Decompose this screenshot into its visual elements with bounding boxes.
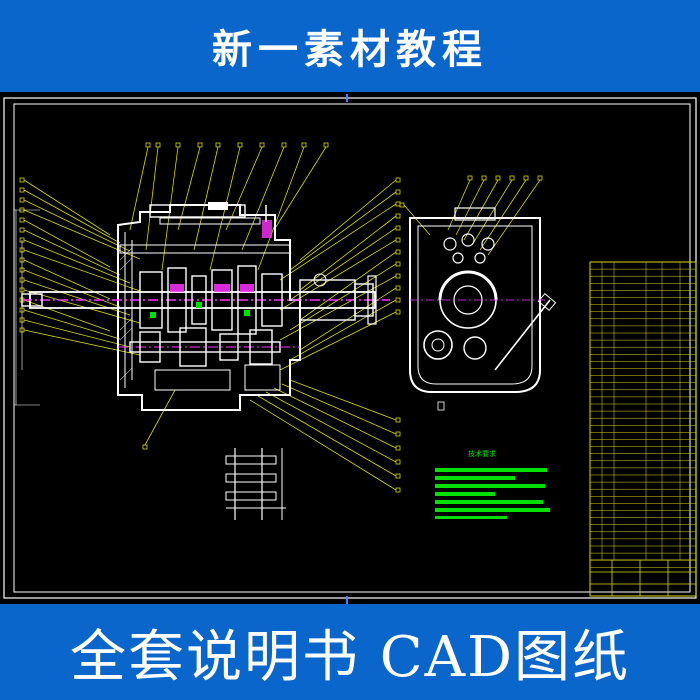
tech-requirements-title: 技术要求 bbox=[468, 449, 496, 458]
footer-title: 全套说明书 CAD图纸 bbox=[70, 624, 630, 690]
parts-list-table bbox=[589, 261, 697, 597]
tech-requirements-block: 技术要求 bbox=[435, 449, 550, 519]
bottom-banner: 全套说明书 CAD图纸 bbox=[0, 604, 700, 700]
drawing-inner-frame bbox=[13, 103, 691, 593]
header-title: 新一素材教程 bbox=[212, 26, 488, 73]
gearbox-section-view bbox=[21, 202, 390, 411]
dimension-lines bbox=[14, 209, 40, 406]
detail-view bbox=[225, 448, 286, 520]
cad-drawing: 技术要求 bbox=[3, 94, 697, 604]
gearbox-end-view bbox=[409, 207, 557, 411]
top-banner: 新一素材教程 bbox=[0, 0, 700, 92]
title-block bbox=[589, 559, 697, 597]
leader-lines bbox=[19, 142, 543, 493]
cad-drawing-area: 技术要求 bbox=[0, 92, 700, 604]
